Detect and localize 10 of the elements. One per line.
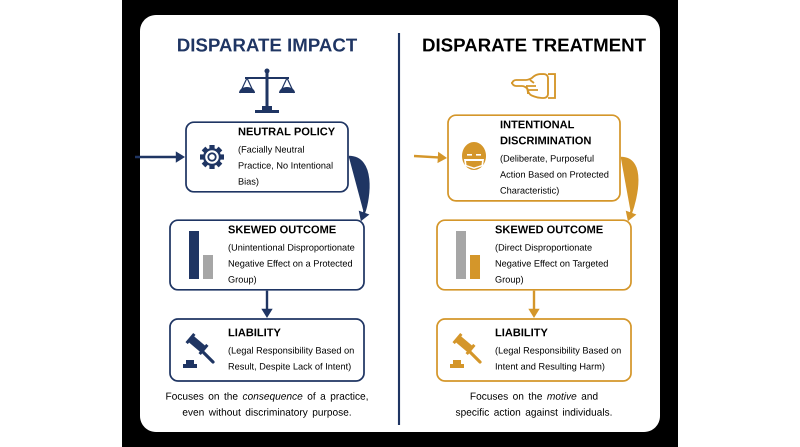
- process-box: LIABILITY (Legal Responsibility Based on Result, Despite Lack of Intent): [169, 318, 365, 382]
- process-box: NEUTRAL POLICY (Facially Neutral Practice, No Intentional Bias): [185, 121, 349, 193]
- process-box: SKEWED OUTCOME (Unintentional Disproportionate Negative Effect on a Protected Group): [169, 219, 365, 291]
- title: DISPARATE IMPACT: [178, 38, 358, 52]
- process-box: SKEWED OUTCOME (Direct Disproportionate Negative Effect on Targeted Group): [436, 219, 632, 291]
- process-box: LIABILITY (Legal Responsibility Based on Intent and Resulting Harm): [436, 318, 632, 382]
- caption: Focuses on the motive and specific action against individuals.: [456, 392, 612, 418]
- title: DISPARATE TREATMENT: [423, 38, 646, 52]
- process-box: INTENTIONAL DISCRIMINATION (Deliberate, Purposeful Action Based on Protected Characteristic): [447, 114, 621, 202]
- caption: Focuses on the consequence of a practice, even without discriminatory purpose.: [166, 392, 368, 418]
